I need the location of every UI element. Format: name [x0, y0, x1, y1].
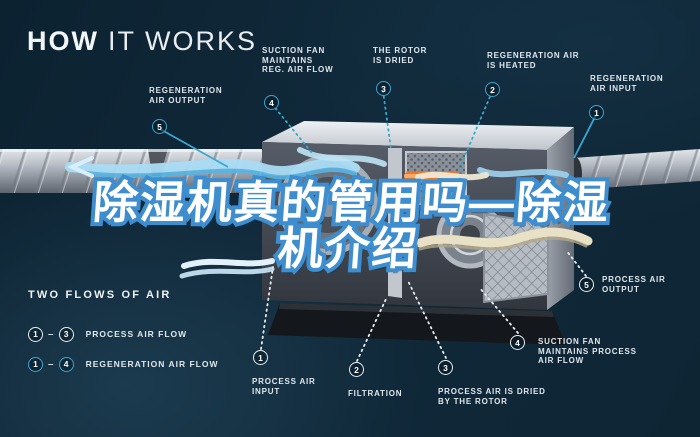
badge-regen-4: 4: [264, 95, 279, 110]
callout-process-air-output: PROCESS AIR OUTPUT: [602, 275, 666, 294]
legend-row-process: 1 – 3 PROCESS AIR FLOW: [28, 326, 187, 342]
legend-badge-4: 4: [58, 356, 74, 372]
badge-regen-5: 5: [152, 119, 167, 134]
callout-regen-air-heated: REGENERATION AIR IS HEATED: [487, 51, 580, 70]
legend-dash: –: [48, 328, 54, 340]
legend-badge-3: 3: [58, 326, 74, 342]
badge-process-4: 4: [510, 335, 525, 350]
callout-regeneration-air-output: REGENERATION AIR OUTPUT: [149, 86, 223, 105]
legend-row-regeneration: 1 – 4 REGENERATION AIR FLOW: [28, 356, 218, 372]
legend-badge-1b: 1: [28, 356, 43, 372]
right-duct: [568, 149, 700, 191]
machine-body: [262, 121, 574, 345]
badge-process-5: 5: [579, 277, 594, 292]
page-title: HOW IT WORKS: [27, 26, 257, 57]
legend-label-process: PROCESS AIR FLOW: [85, 329, 188, 339]
title-bold: HOW: [27, 26, 99, 56]
callout-suction-fan-reg: SUCTION FAN MAINTAINS REG. AIR FLOW: [262, 46, 334, 74]
title-light: IT WORKS: [107, 26, 257, 56]
legend-label-regeneration: REGENERATION AIR FLOW: [85, 359, 219, 369]
callout-suction-fan-process: SUCTION FAN MAINTAINS PROCESS AIR FLOW: [538, 337, 637, 365]
legend-title: TWO FLOWS OF AIR: [28, 289, 172, 301]
callout-regen-air-input: REGENERATION AIR INPUT: [590, 74, 664, 93]
badge-regen-3: 3: [376, 81, 391, 96]
callout-filtration: FILTRATION: [348, 389, 403, 398]
dry-air-output-stream: [415, 171, 593, 251]
regeneration-air-flow-arrows: [65, 147, 569, 180]
top-connector-lines: [159, 90, 597, 173]
process-air-input-stream: [179, 258, 275, 279]
callout-process-air-input: PROCESS AIR INPUT: [252, 377, 316, 396]
badge-regen-1: 1: [589, 105, 604, 120]
badge-process-3: 3: [438, 360, 453, 375]
callout-rotor-is-dried: THE ROTOR IS DRIED: [373, 46, 428, 65]
legend-dash: –: [48, 358, 54, 370]
callout-process-air-dried: PROCESS AIR IS DRIED BY THE ROTOR: [438, 387, 546, 406]
legend-badge-1: 1: [28, 326, 43, 342]
badge-regen-2: 2: [485, 82, 500, 97]
bottom-connector-lines: [260, 249, 587, 362]
badge-process-2: 2: [349, 362, 364, 377]
badge-process-1: 1: [253, 350, 268, 365]
